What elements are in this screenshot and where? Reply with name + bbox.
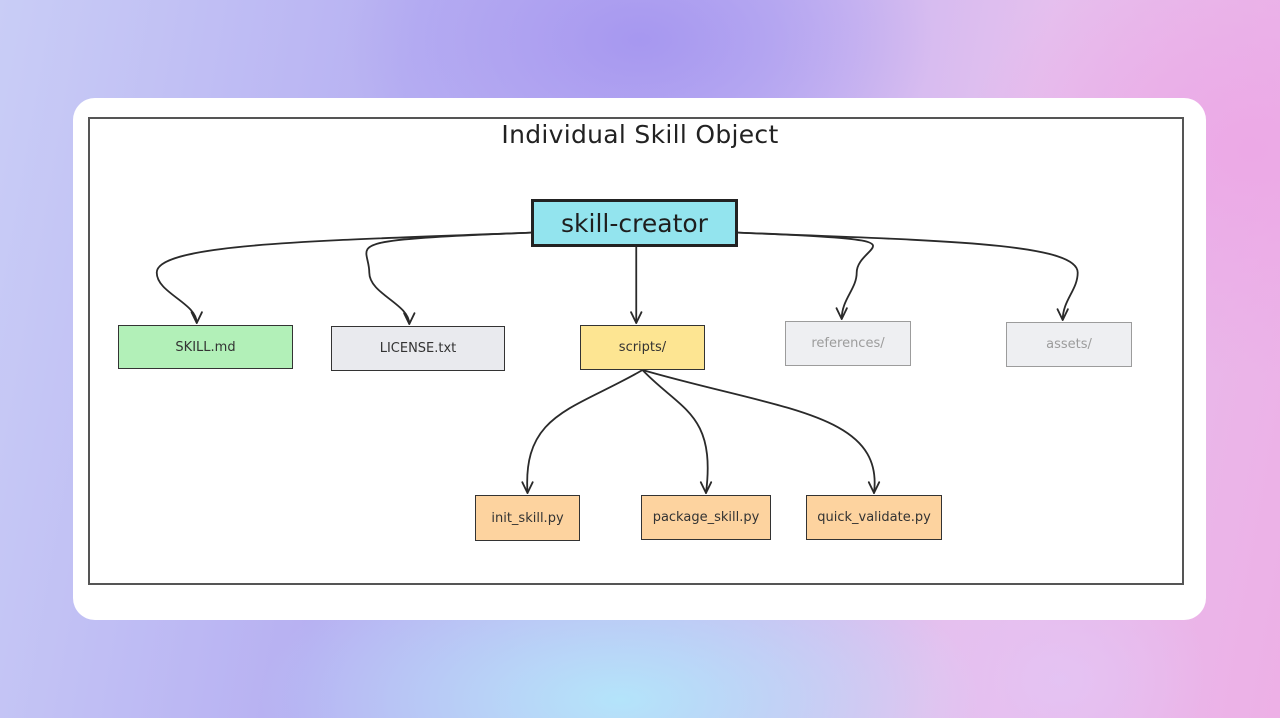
node-skill-md[interactable]: SKILL.md xyxy=(118,325,293,369)
node-scripts[interactable]: scripts/ xyxy=(580,325,705,370)
node-init-skill-py[interactable]: init_skill.py xyxy=(475,495,580,541)
node-license-txt[interactable]: LICENSE.txt xyxy=(331,326,505,371)
node-references[interactable]: references/ xyxy=(785,321,911,366)
skill-object-frame xyxy=(88,117,1184,585)
diagram-title: Individual Skill Object xyxy=(501,120,779,149)
node-quick-validate-py[interactable]: quick_validate.py xyxy=(806,495,942,540)
node-assets[interactable]: assets/ xyxy=(1006,322,1132,367)
node-package-skill-py[interactable]: package_skill.py xyxy=(641,495,771,540)
node-skill-creator[interactable]: skill-creator xyxy=(531,199,738,247)
